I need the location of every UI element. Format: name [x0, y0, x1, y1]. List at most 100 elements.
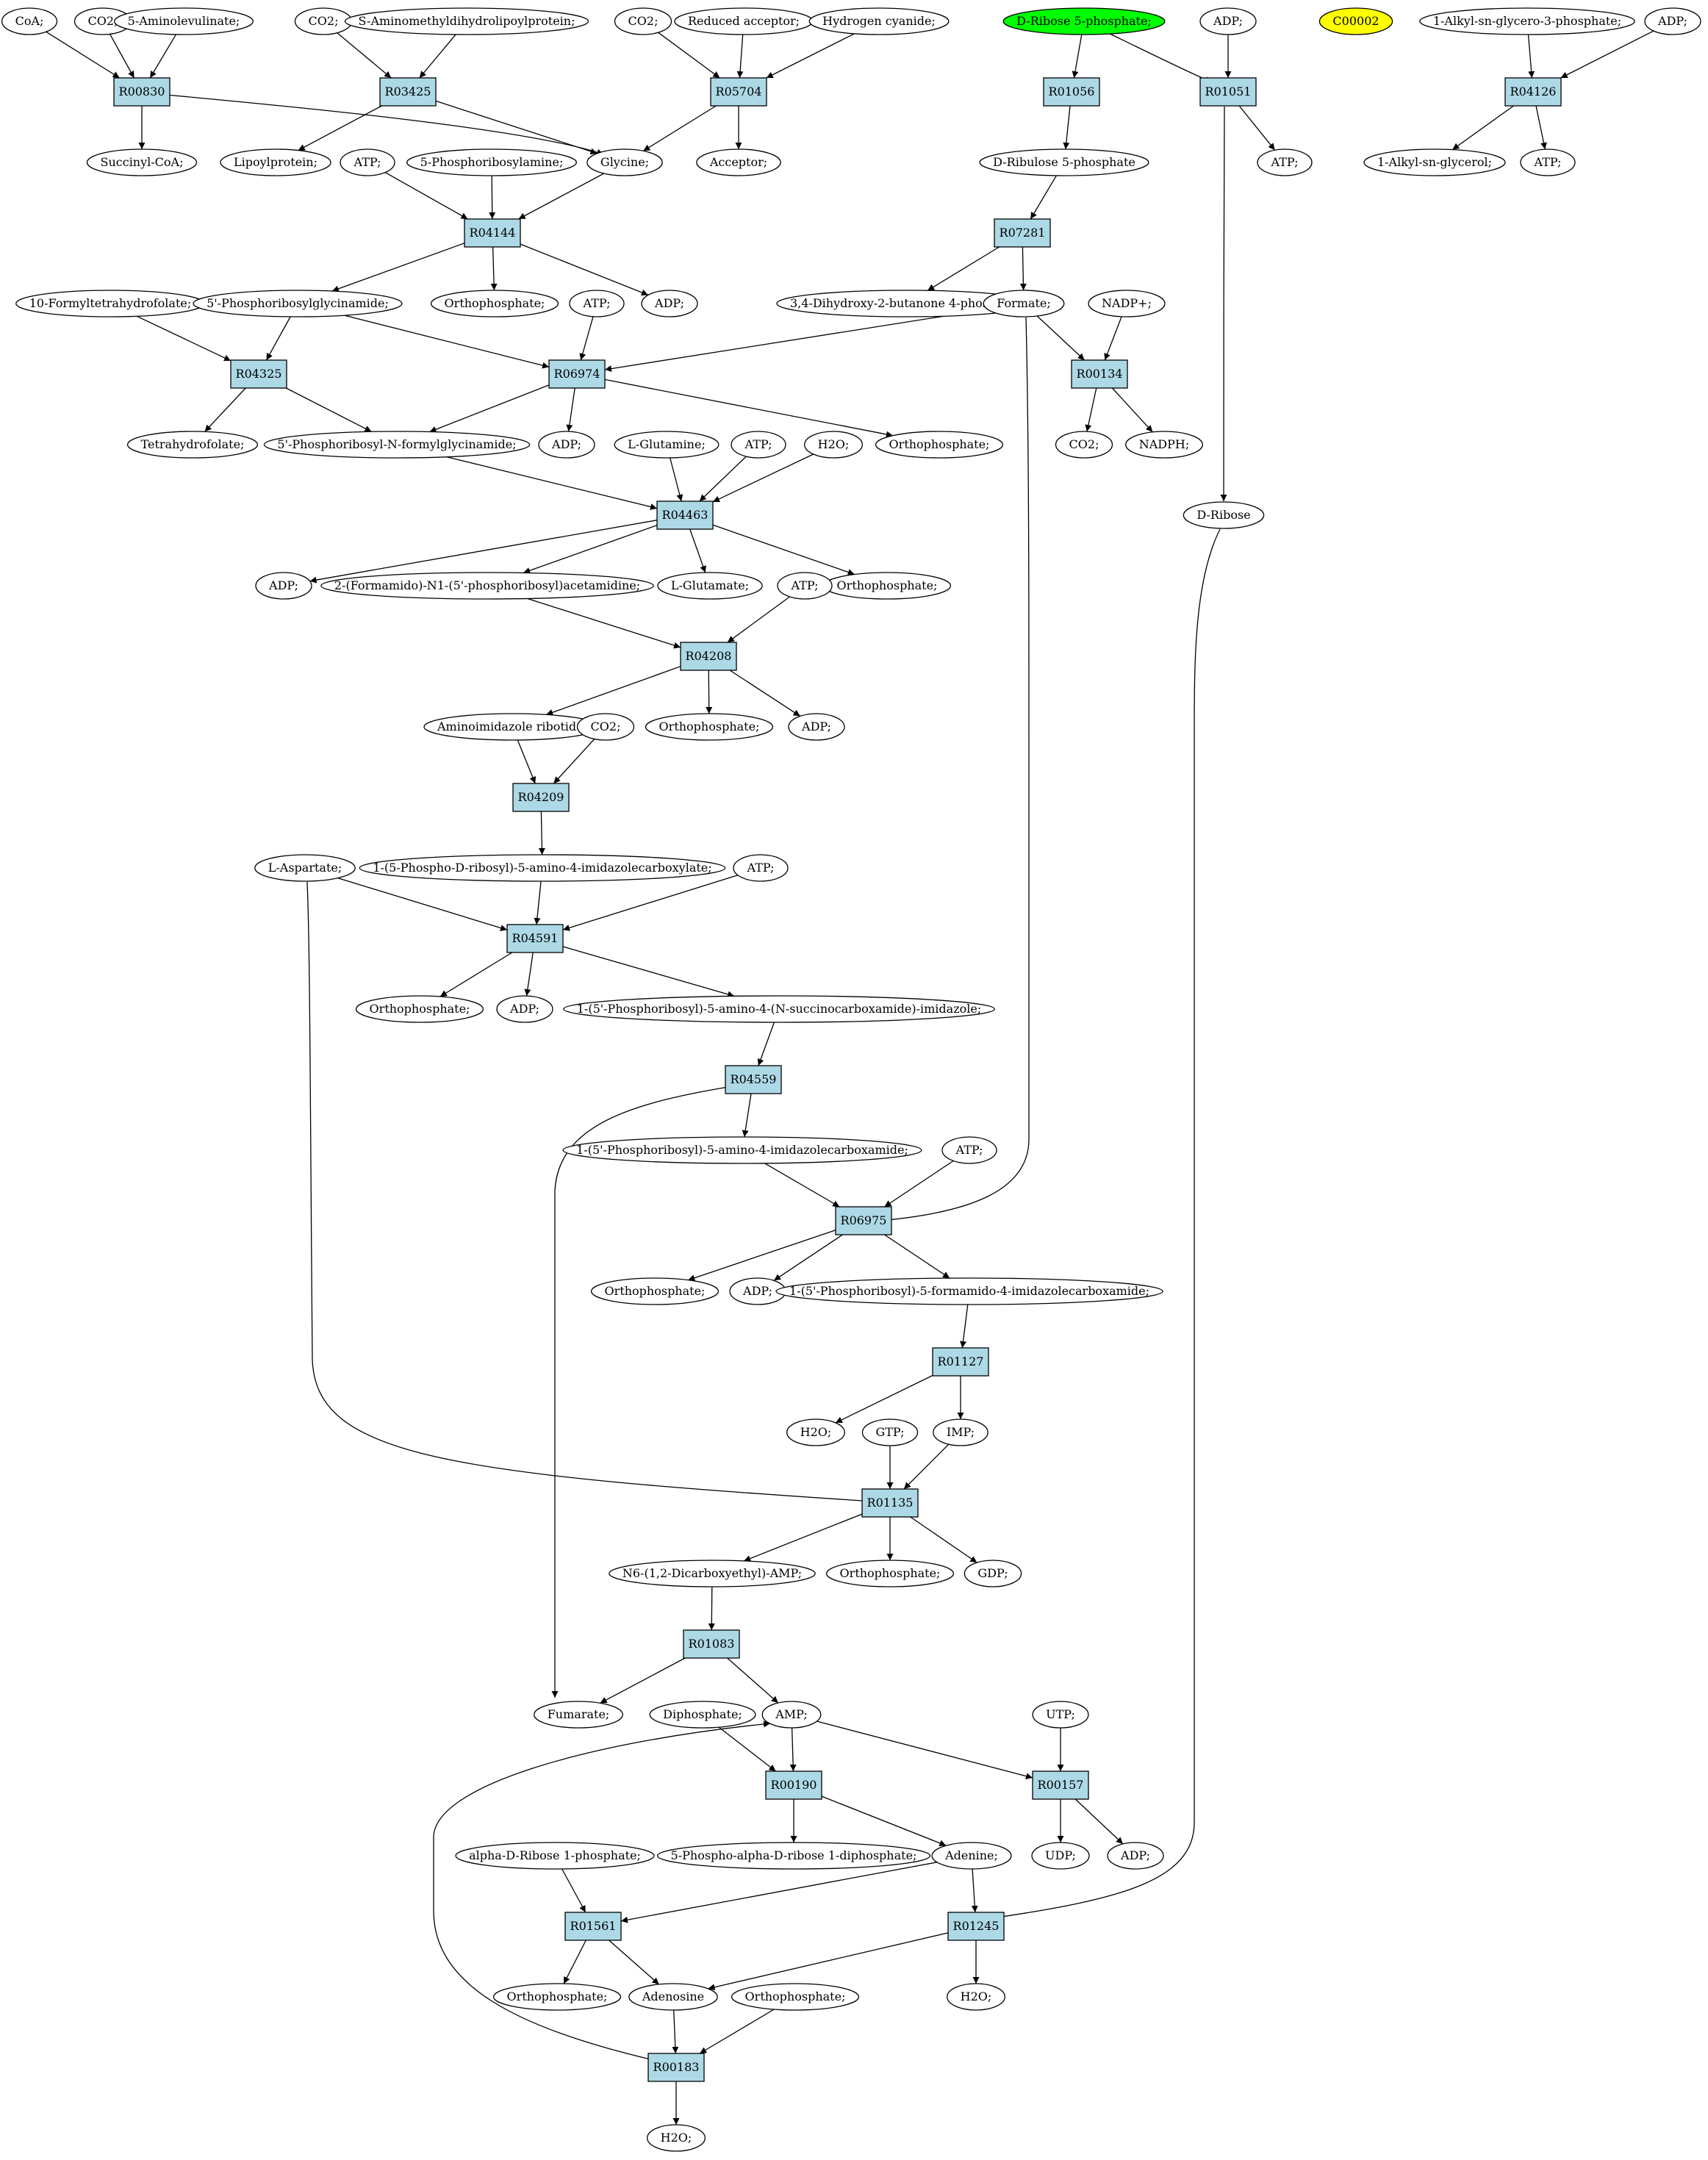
edge-arrow: [672, 2009, 679, 2054]
compound-node: ADP;: [496, 995, 553, 1023]
edge-arrow: [708, 1932, 949, 1991]
compound-node: Reduced acceptor;: [674, 7, 814, 35]
compound-node: ADP;: [1644, 7, 1701, 35]
node-label: 1-(5'-Phosphoribosyl)-5-formamido-4-imid…: [789, 1284, 1149, 1298]
edge-arrow: [766, 33, 855, 79]
edge-arrow: [688, 1230, 836, 1282]
node-label: R07281: [1000, 226, 1046, 240]
compound-node: alpha-D-Ribose 1-phosphate;: [455, 1842, 655, 1870]
reaction-box: [835, 1206, 892, 1235]
edge-arrow: [879, 317, 1030, 1224]
compound-ellipse: [804, 431, 863, 459]
node-label: Aminoimidazole ribotide;: [437, 720, 587, 733]
compound-ellipse: [496, 995, 553, 1023]
compound-ellipse: [320, 572, 654, 600]
node-label: H2O;: [961, 1989, 992, 2003]
compound-node: Fumarate;: [534, 1701, 623, 1729]
node-label: 5-Phospho-alpha-D-ribose 1-diphosphate;: [671, 1848, 917, 1862]
edge-arrow: [110, 34, 135, 79]
edge-arrow: [1106, 32, 1213, 83]
reaction-node: R04126: [1504, 77, 1562, 107]
compound-node: UTP;: [1032, 1701, 1089, 1729]
node-label: Acceptor;: [709, 155, 767, 169]
edge-arrow: [337, 877, 508, 931]
node-label: R04463: [662, 508, 708, 522]
edge-arrow: [309, 520, 658, 584]
node-label: ADP;: [268, 578, 298, 592]
node-label: R00830: [119, 85, 165, 98]
compound-node: ATP;: [733, 854, 789, 882]
edge-arrow: [523, 524, 658, 574]
node-label: R00183: [653, 2060, 700, 2074]
node-label: Hydrogen cyanide;: [822, 14, 936, 28]
reaction-box: [947, 1912, 1005, 1941]
reaction-box: [710, 77, 767, 107]
node-label: R04208: [686, 649, 732, 663]
reaction-node: R04208: [680, 642, 737, 671]
edge-arrow: [699, 2009, 775, 2054]
edge-arrow: [1535, 105, 1547, 150]
compound-node: Formate;: [983, 290, 1065, 317]
compound-ellipse: [1257, 148, 1313, 176]
edge-arrow: [736, 34, 744, 79]
compound-node: Hydrogen cyanide;: [808, 7, 950, 35]
reaction-node: R04591: [506, 924, 564, 953]
edge-arrow: [46, 31, 121, 79]
node-label: Diphosphate;: [663, 1707, 742, 1721]
node-label: R00134: [1077, 367, 1123, 381]
compound-ellipse: [534, 1701, 623, 1729]
compound-node: Orthophosphate;: [825, 1560, 955, 1587]
node-label: Tetrahydrofolate;: [141, 437, 245, 451]
edge-arrow: [1085, 387, 1097, 432]
compound-ellipse: [254, 854, 356, 882]
edge-arrow: [708, 1586, 715, 1631]
node-label: R00157: [1038, 1778, 1084, 1792]
compound-node: Orthophosphate;: [875, 431, 1004, 459]
edge-arrow: [439, 952, 513, 997]
edge-arrow: [1104, 316, 1122, 361]
edge-arrow: [817, 1721, 1033, 1780]
compound-ellipse: [586, 148, 663, 176]
edge-arrow: [419, 34, 456, 79]
node-label: 5-Phosphoribosylamine;: [420, 155, 564, 169]
node-label: ATP;: [791, 578, 819, 592]
reaction-box: [683, 1629, 740, 1659]
node-label: D-Ribose 5-phosphate;: [1016, 14, 1152, 28]
compound-node: N6-(1,2-Dicarboxyethyl)-AMP;: [609, 1560, 816, 1587]
edge-arrow: [712, 453, 814, 503]
node-label: R04325: [236, 367, 282, 381]
node-label: ATP;: [1534, 155, 1562, 169]
compound-ellipse: [220, 148, 331, 176]
reaction-box: [1199, 77, 1257, 107]
compound-ellipse: [947, 1983, 1005, 2011]
edge-arrow: [562, 946, 735, 998]
node-label: ATP;: [747, 861, 775, 875]
compound-node: ADP;: [1107, 1842, 1164, 1870]
node-label: IMP;: [947, 1425, 975, 1439]
compound-ellipse: [775, 1277, 1163, 1305]
node-label: Fumarate;: [548, 1707, 610, 1721]
compound-node: ADP;: [729, 1277, 786, 1305]
compound-ellipse: [576, 713, 635, 741]
node-label: R00190: [771, 1778, 817, 1792]
compound-node: ATP;: [777, 572, 833, 600]
node-label: ATP;: [744, 437, 772, 451]
edge-arrow: [204, 387, 246, 432]
reaction-node: R01561: [564, 1912, 622, 1941]
node-label: ADP;: [1657, 14, 1687, 28]
compound-node: CO2;: [614, 7, 672, 35]
compound-node: AMP;: [761, 1701, 822, 1729]
compound-ellipse: [344, 7, 589, 35]
compound-node: Aminoimidazole ribotide;: [423, 713, 601, 741]
edge-arrow: [884, 1160, 954, 1208]
edge-arrow: [712, 524, 855, 575]
compound-node: 1-(5'-Phosphoribosyl)-5-formamido-4-imid…: [775, 1277, 1163, 1305]
node-label: ADP;: [551, 437, 581, 451]
node-label: 3,4-Dihydroxy-2-butanone 4-phosphate: [790, 296, 1022, 310]
edge-arrow: [517, 739, 537, 784]
node-label: R01051: [1205, 85, 1252, 98]
edge-arrow: [789, 1727, 797, 1772]
compound-ellipse: [941, 1136, 997, 1164]
node-label: 5-Aminolevulinate;: [128, 14, 240, 28]
compound-node: ATP;: [1520, 148, 1576, 176]
